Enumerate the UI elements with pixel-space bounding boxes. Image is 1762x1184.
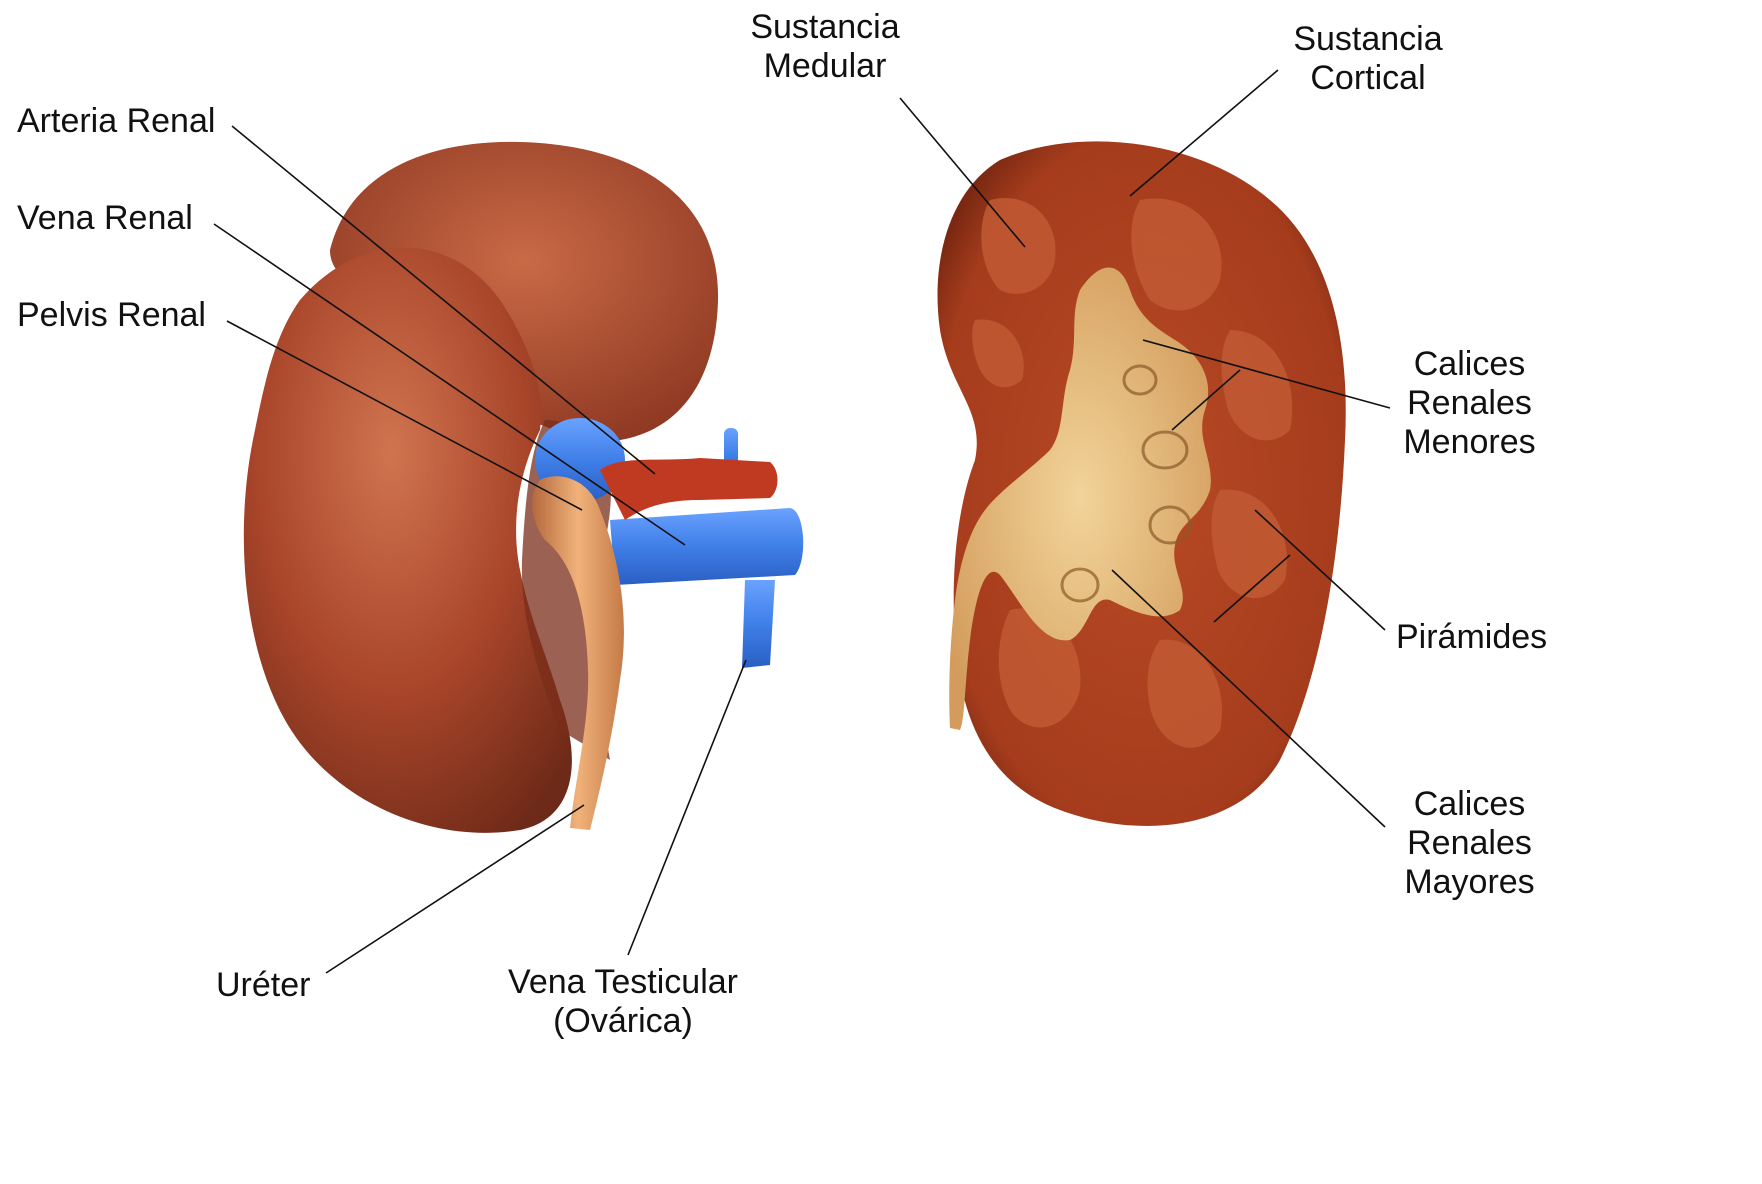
label-calices-menores: Calices Renales Menores (1392, 345, 1547, 462)
kidney-diagram (0, 0, 1568, 1058)
label-sustancia-cortical-line2: Cortical (1283, 59, 1453, 98)
label-sustancia-cortical-line1: Sustancia (1283, 20, 1453, 59)
sectioned-kidney (938, 141, 1346, 826)
label-vena-testicular-line2: (Ovárica) (492, 1002, 754, 1041)
label-calices-mayores: Calices Renales Mayores (1392, 785, 1547, 902)
label-ureter: Uréter (216, 966, 310, 1005)
label-calices-mayores-line2: Renales (1392, 824, 1547, 863)
label-pelvis-renal: Pelvis Renal (17, 296, 206, 335)
label-vena-testicular-line1: Vena Testicular (492, 963, 754, 1002)
label-vena-renal: Vena Renal (17, 199, 193, 238)
label-arteria-renal: Arteria Renal (17, 102, 215, 141)
label-vena-testicular: Vena Testicular (Ovárica) (492, 963, 754, 1041)
external-kidney (244, 142, 803, 833)
label-calices-menores-line2: Renales (1392, 384, 1547, 423)
leader-vena-testicular (628, 660, 746, 955)
label-sustancia-medular-line2: Medular (740, 47, 910, 86)
label-calices-mayores-line1: Calices (1392, 785, 1547, 824)
label-sustancia-cortical: Sustancia Cortical (1283, 20, 1453, 98)
label-calices-menores-line1: Calices (1392, 345, 1547, 384)
label-piramides: Pirámides (1396, 618, 1547, 657)
label-sustancia-medular: Sustancia Medular (740, 8, 910, 86)
label-calices-mayores-line3: Mayores (1392, 863, 1547, 902)
label-calices-menores-line3: Menores (1392, 423, 1547, 462)
label-sustancia-medular-line1: Sustancia (740, 8, 910, 47)
